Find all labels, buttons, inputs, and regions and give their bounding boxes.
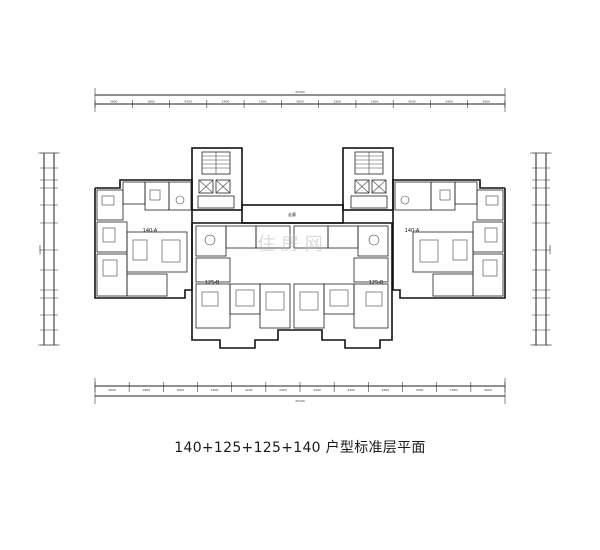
overall-dimension-right: 16800 [548, 245, 552, 255]
unit-label-left-lower: 125-B [205, 280, 220, 286]
bottom-dimension-value: 3600 [484, 388, 492, 392]
unit-left-140: 140-A [96, 181, 192, 297]
bottom-dimension-value: 4200 [347, 388, 355, 392]
building-outline: 走廊 [94, 147, 506, 349]
unit-label-right-upper: 140-A [405, 228, 420, 234]
top-dimension-value: 1800 [259, 100, 267, 104]
bottom-dimension-value: 3600 [108, 388, 116, 392]
left-core-detail [197, 151, 235, 209]
overall-dimension-top: 25400 [295, 90, 305, 94]
right-core-detail [350, 151, 388, 209]
corridor-label: 走廊 [288, 211, 296, 217]
unit-label-left-upper: 140-A [143, 228, 158, 234]
top-dimension-chain: 25400 3600 1800 4200 2400 1800 3600 2200 1800 42… [94, 88, 506, 112]
top-dimension-value: 1800 [147, 100, 155, 104]
bottom-dimension-value: 1800 [382, 388, 390, 392]
top-dimension-value: 2400 [222, 100, 230, 104]
top-dimension-value: 3600 [296, 100, 304, 104]
unit-left-125: 125-B [195, 225, 291, 329]
bottom-dimension-value: 3000 [177, 388, 185, 392]
left-dimension-chain: 16800 [38, 152, 60, 346]
unit-right-125: 125-B [293, 225, 389, 329]
bottom-dimension-value: 2400 [279, 388, 287, 392]
unit-right-140: 140-A [394, 181, 504, 297]
top-dimension-value: 3600 [110, 100, 118, 104]
overall-dimension-bottom: 25400 [295, 399, 305, 403]
right-dimension-chain: 16800 [530, 152, 552, 346]
bottom-dimension-value: 1800 [450, 388, 458, 392]
bottom-dimension-value: 1800 [142, 388, 150, 392]
bottom-dimension-value: 3000 [416, 388, 424, 392]
top-dimension-value: 4200 [184, 100, 192, 104]
watermark: 住 房 网 [257, 234, 322, 255]
top-dimension-value: 2200 [333, 100, 341, 104]
bottom-dimension-chain: 25400 3600 1800 3000 1800 4200 2400 2400 4200 18… [94, 378, 506, 404]
bottom-dimension-value: 4200 [245, 388, 253, 392]
top-dimension-value: 4200 [408, 100, 416, 104]
top-dimension-value: 3600 [483, 100, 491, 104]
top-dimension-value: 1800 [371, 100, 379, 104]
unit-label-right-lower: 125-B [369, 280, 384, 286]
overall-dimension-left: 16800 [38, 245, 42, 255]
bottom-dimension-value: 2400 [313, 388, 321, 392]
top-dimension-value: 2400 [445, 100, 453, 104]
plan-caption: 140+125+125+140 户型标准层平面 [174, 440, 426, 456]
bottom-dimension-value: 1800 [211, 388, 219, 392]
